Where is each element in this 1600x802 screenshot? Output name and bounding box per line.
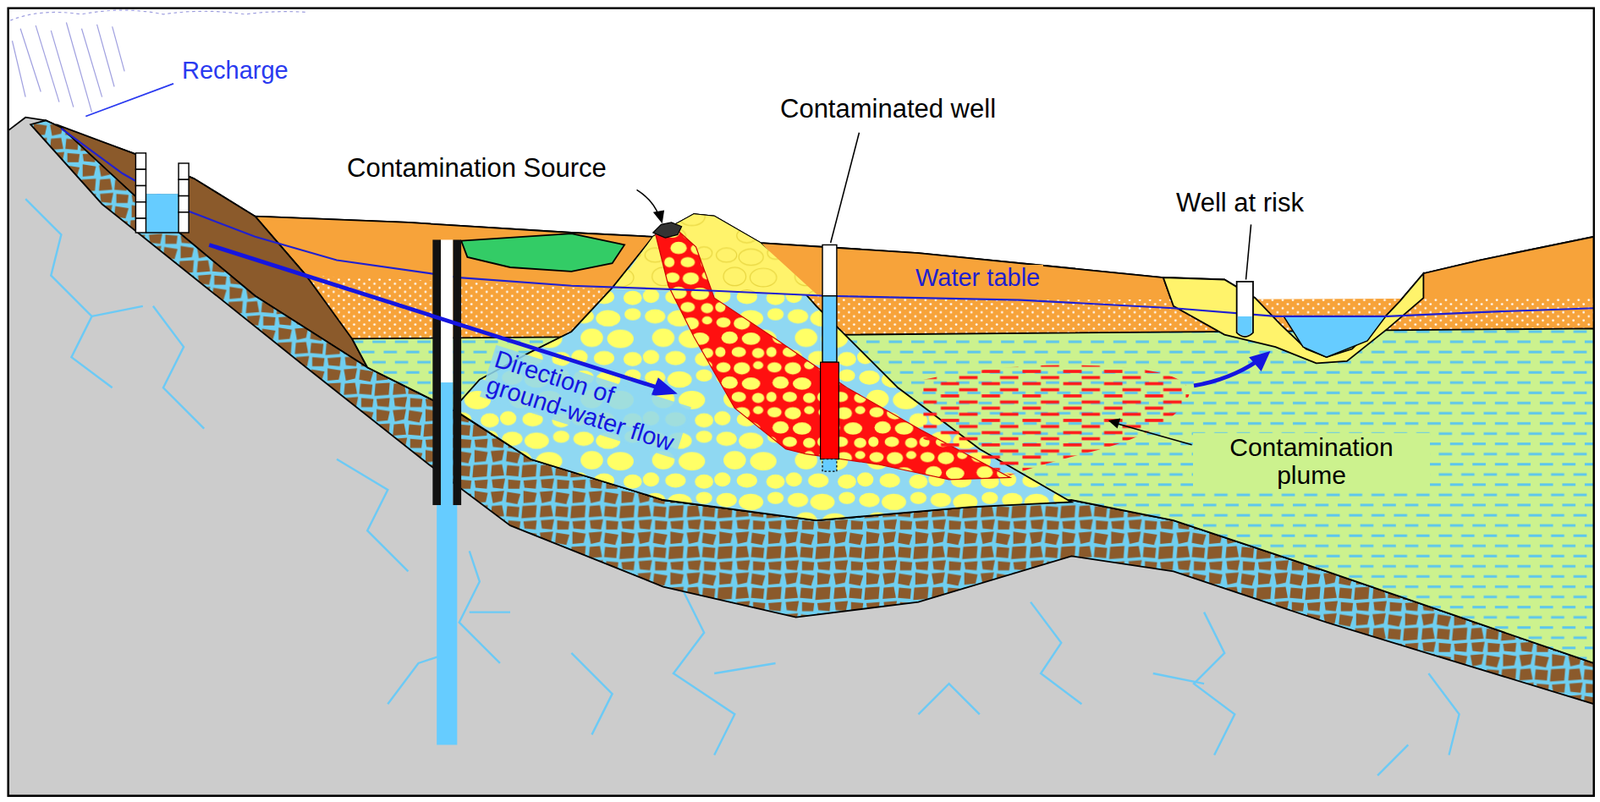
fractured-rock-layer: [30, 120, 1595, 704]
frame: [8, 8, 1595, 797]
rain: [10, 10, 307, 21]
bedrock-fractures: [571, 653, 612, 735]
leader-lines: [830, 132, 860, 243]
bedrock-fractures: [918, 683, 979, 715]
bedrock-fractures: [469, 610, 511, 613]
well-at-risk: [1237, 281, 1254, 337]
bedrock: [8, 117, 1595, 797]
deep-well: [452, 239, 462, 506]
rain: [50, 30, 74, 107]
dug-well: [135, 218, 146, 233]
dug-well: [135, 202, 146, 219]
leader-lines: [1116, 423, 1192, 446]
deep-well: [432, 239, 441, 506]
deep-well: [440, 382, 453, 506]
flow-arrow: [650, 377, 677, 396]
leader-lines: [1108, 418, 1121, 429]
bedrock-fractures: [714, 663, 776, 674]
green-lens: [461, 233, 625, 272]
dry-gravel: [615, 214, 819, 296]
dug-well: [178, 163, 189, 180]
rain: [35, 25, 60, 102]
contamination-source: [653, 222, 682, 238]
leader-lines: [85, 83, 174, 117]
bedrock-fractures: [336, 459, 408, 572]
flow-arrow: [208, 244, 659, 388]
leader-lines: [1246, 224, 1252, 280]
flow-arrow: [1193, 351, 1271, 386]
deep-well: [436, 505, 457, 745]
rain: [11, 40, 26, 97]
bedrock-fractures: [92, 306, 143, 317]
bedrock-fractures: [25, 198, 113, 388]
leader-lines: [85, 83, 1251, 446]
deep-well: [440, 239, 453, 383]
dug-well: [145, 193, 179, 233]
rain: [97, 24, 116, 88]
contaminated-well: [822, 296, 837, 363]
dug-well: [178, 196, 189, 213]
dug-well: [145, 153, 179, 194]
rain: [20, 28, 41, 93]
dug-well: [135, 153, 189, 233]
geology: [8, 117, 1595, 797]
well-at-risk: [1237, 316, 1253, 336]
flow-arrow: [1248, 351, 1271, 372]
flow-arrow: [1193, 361, 1258, 386]
water-table-label: Water table: [912, 264, 1044, 292]
stream: [1283, 316, 1386, 358]
flow-arrow: [208, 244, 678, 396]
dug-well: [145, 231, 179, 233]
water-table-line: [60, 128, 1594, 317]
well-label: Well at risk: [1176, 188, 1304, 218]
dug-well: [178, 212, 189, 233]
dug-well: [135, 186, 146, 203]
rain: [81, 28, 102, 98]
contaminated-well: [820, 362, 840, 460]
dug-well: [178, 179, 189, 196]
bedrock-fractures: [459, 550, 501, 664]
dug-well: [135, 169, 146, 186]
bedrock-fractures: [1030, 602, 1082, 705]
well-at-risk: [1237, 281, 1254, 337]
bedrock-fractures: [673, 592, 735, 756]
plume-label: Contamination plume: [1193, 433, 1430, 490]
leader-lines: [653, 209, 665, 224]
well-label: Contaminated well: [780, 94, 996, 124]
bedrock-fractures: [1377, 744, 1408, 776]
valley-fill: [1163, 273, 1425, 363]
rain: [112, 26, 125, 72]
contaminated-well: [822, 244, 837, 296]
gravel-aquifer: [454, 214, 1073, 521]
rain: [10, 10, 307, 113]
bedrock-fractures: [1428, 673, 1459, 755]
flow-label: Direction of ground-water flow: [479, 345, 692, 459]
bedrock-fractures: [153, 306, 204, 429]
contaminated-well: [822, 459, 837, 472]
contaminated-well: [820, 244, 840, 472]
recharge-label: Recharge: [181, 57, 289, 85]
rain: [65, 22, 92, 113]
source-label: Contamination Source: [346, 153, 607, 183]
contamination-plume: [923, 364, 1189, 476]
bedrock-fractures: [1153, 673, 1205, 684]
dug-well: [135, 153, 189, 233]
dug-well: [135, 153, 146, 170]
